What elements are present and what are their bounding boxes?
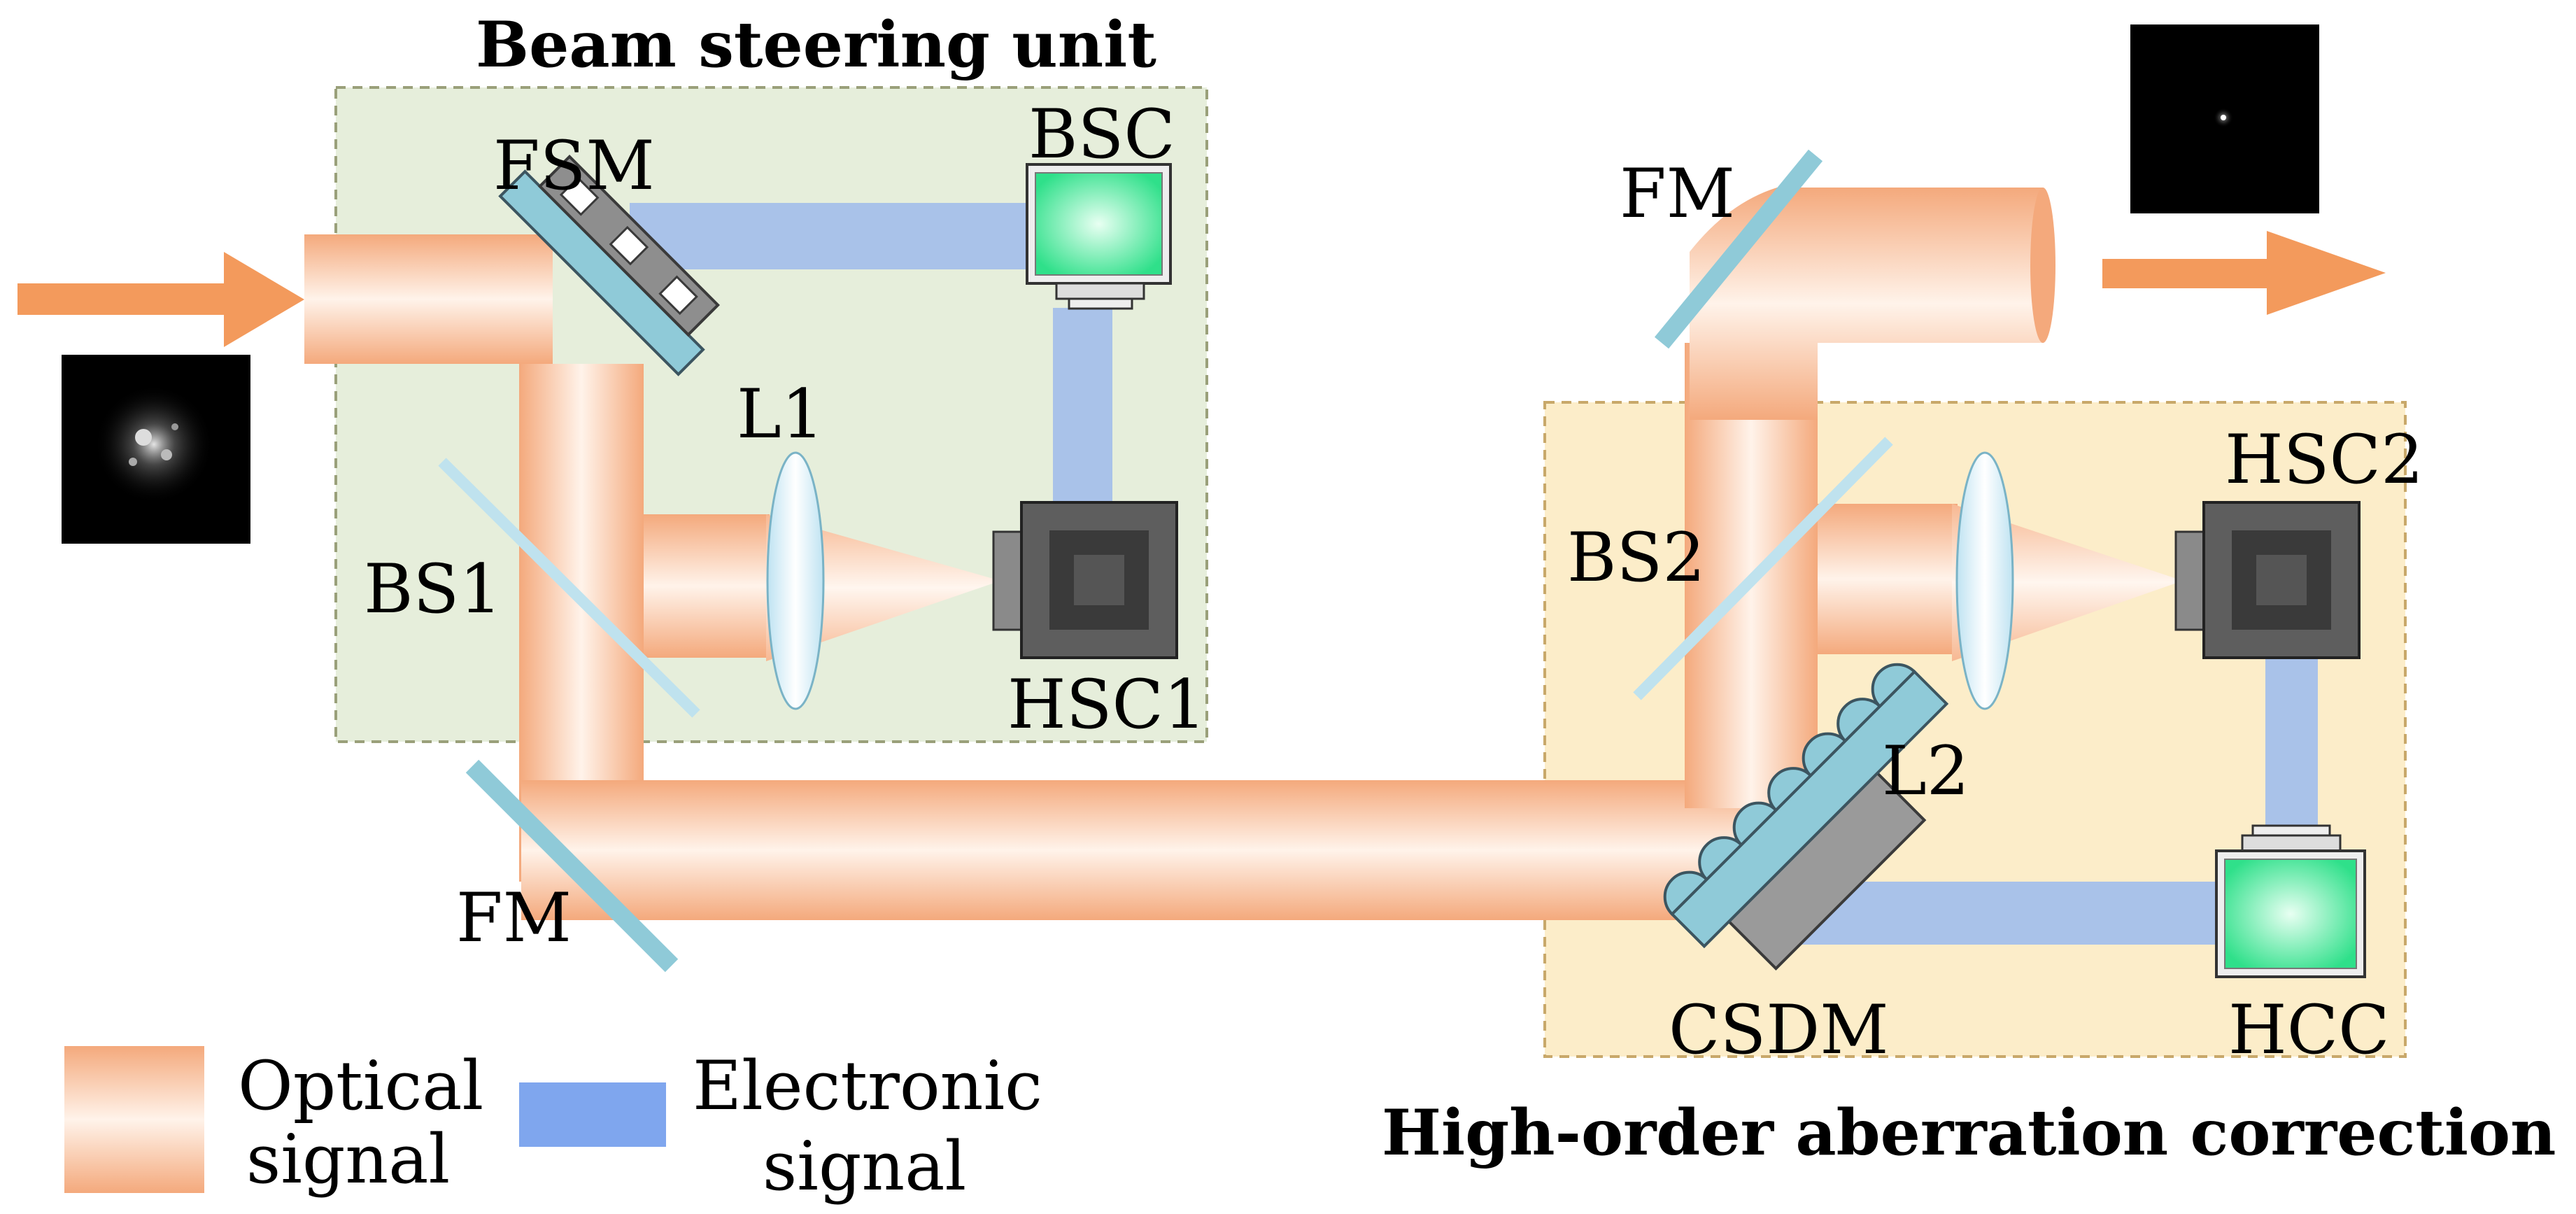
electronic-path-bsc-hsc1: [1053, 308, 1112, 504]
bsc-computer: [1026, 163, 1172, 310]
l1-lens: [766, 451, 825, 710]
output-focal-spot-image: [2130, 24, 2319, 213]
hsc1-camera: [992, 501, 1178, 659]
electronic-path-fsm-bsc: [630, 203, 1042, 269]
beam-steering-unit-title: Beam steering unit: [476, 8, 1156, 82]
legend-optical-line1: Optical: [238, 1047, 483, 1125]
l2-label: L2: [1882, 732, 1969, 810]
output-arrow: [2102, 231, 2386, 315]
fm-bottom-mirror: [465, 759, 679, 973]
beam-cone-l1: [766, 514, 1000, 661]
hcc-label: HCC: [2228, 991, 2390, 1069]
bs2-label: BS2: [1567, 518, 1705, 597]
beam-bs2-to-l2: [1818, 504, 1958, 654]
bs1-splitter: [438, 458, 700, 718]
input-speckle-image: [62, 355, 250, 544]
fm-top-label: FM: [1620, 155, 1735, 233]
legend-electronic-line1: Electronic: [693, 1047, 1042, 1125]
legend-electronic-swatch: [519, 1082, 666, 1147]
legend-optical-line2: signal: [246, 1120, 450, 1199]
l1-label: L1: [737, 375, 824, 453]
fm-bottom-label: FM: [456, 879, 572, 957]
bsc-label: BSC: [1028, 95, 1175, 174]
beam-bottom-horizontal: [521, 780, 1753, 920]
beam-bs1-to-l1: [644, 514, 770, 658]
csdm-mirror: [1663, 663, 1949, 971]
bs1-label: BS1: [364, 550, 502, 628]
hsc2-camera: [2174, 501, 2361, 659]
l2-lens: [1955, 451, 2014, 710]
beam-output-end: [2030, 188, 2055, 343]
legend-optical-swatch: [64, 1046, 204, 1193]
legend-electronic-line2: signal: [763, 1127, 966, 1206]
fm-top-mirror: [1654, 149, 1823, 349]
hcc-computer: [2215, 824, 2366, 978]
correction-unit-title: High-order aberration correction unit: [1382, 1096, 2576, 1170]
hsc2-label: HSC2: [2225, 421, 2423, 499]
input-arrow: [17, 252, 304, 347]
csdm-label: CSDM: [1669, 991, 1888, 1069]
fsm-mirror: [498, 155, 720, 376]
hsc1-label: HSC1: [1007, 665, 1206, 744]
fsm-label: FSM: [493, 127, 655, 205]
bs2-splitter: [1633, 437, 1893, 700]
beam-top-corner: [1690, 188, 2043, 420]
beam-input: [304, 234, 553, 364]
